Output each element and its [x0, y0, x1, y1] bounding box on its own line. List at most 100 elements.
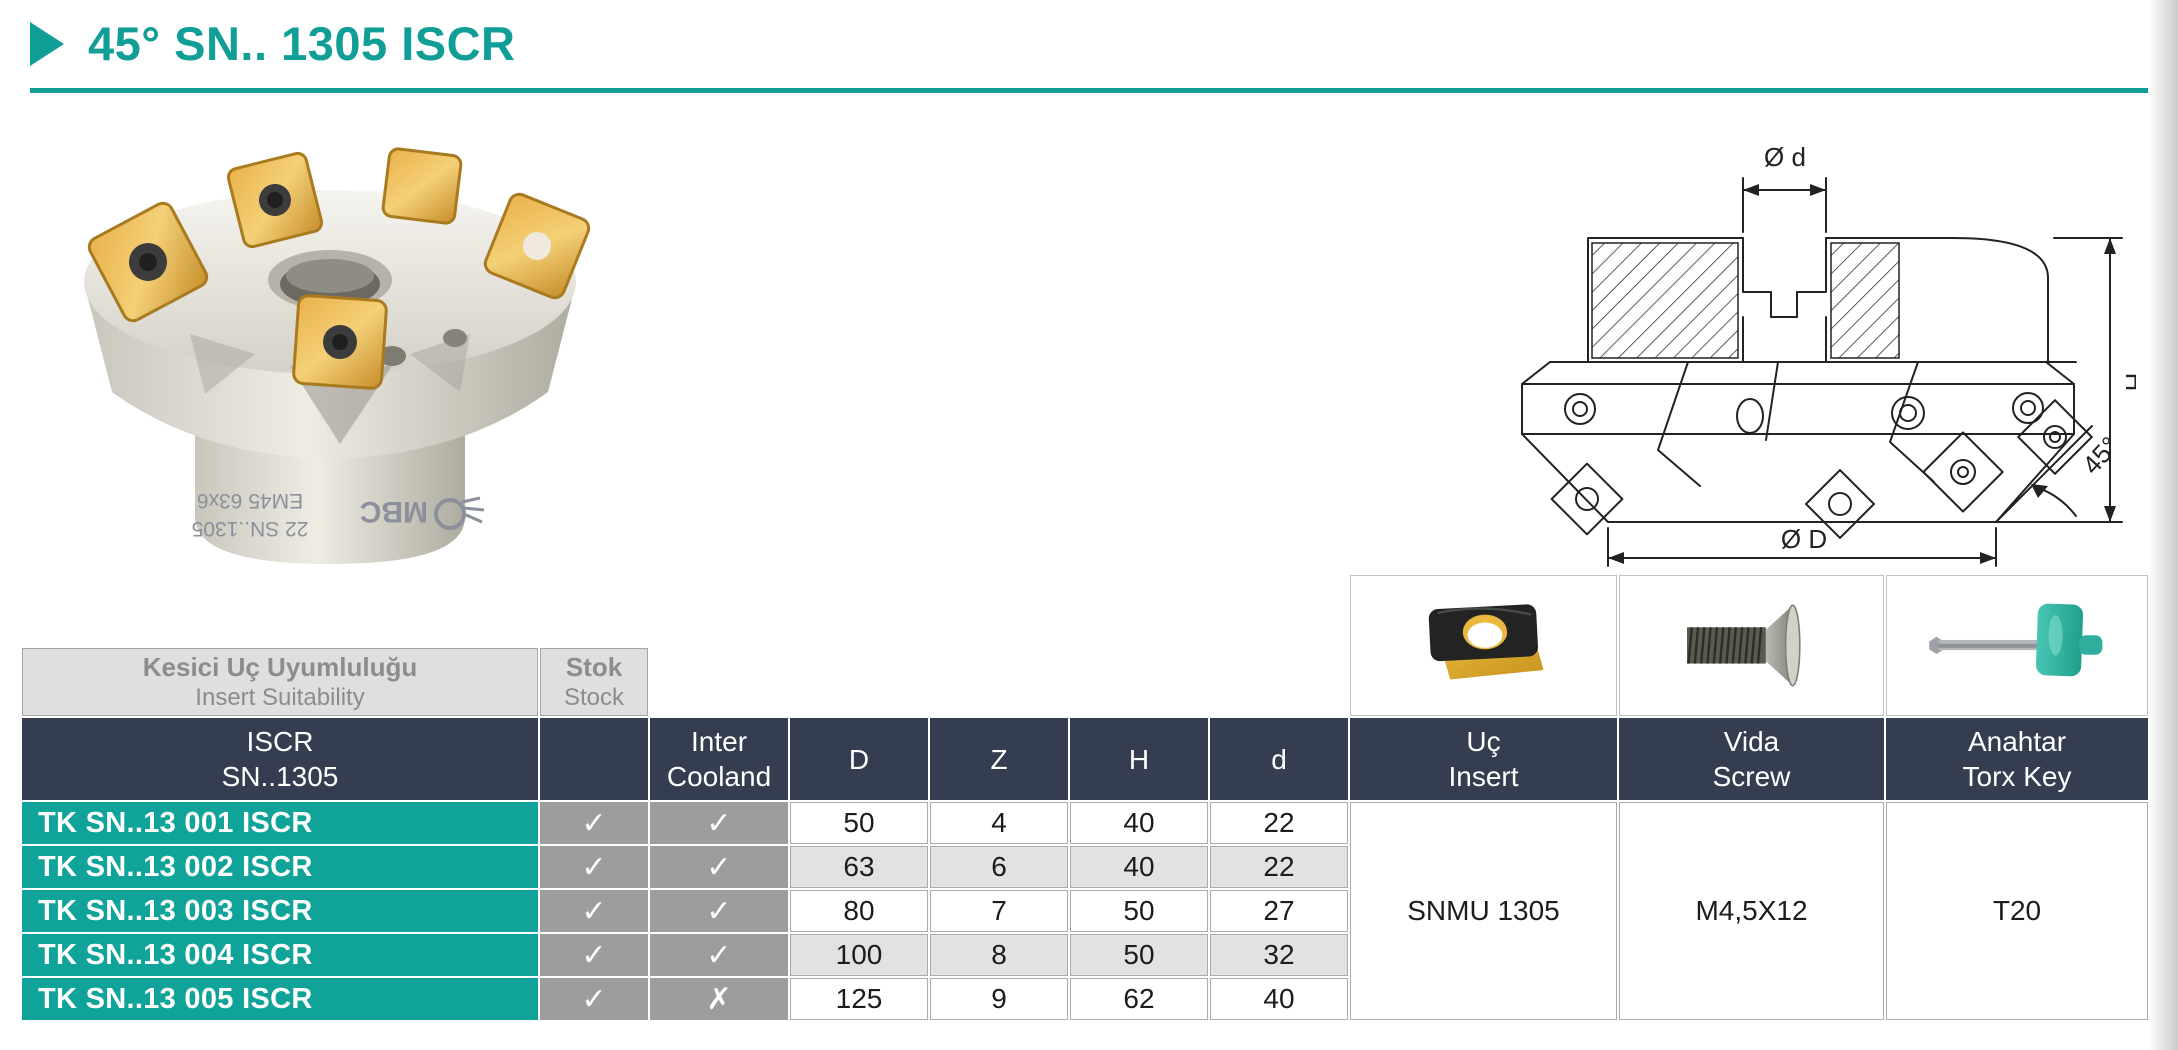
table-row: TK SN..13 001 ISCR ✓ ✓ 50 4 40 22	[22, 802, 1348, 844]
table-row: TK SN..13 002 ISCR ✓ ✓ 63 6 40 22	[22, 846, 1348, 888]
header-stock-blank	[540, 718, 648, 800]
header-cooland-line2: Cooland	[666, 761, 772, 792]
header-torx: Anahtar Torx Key	[1886, 718, 2148, 800]
value-D: 100	[790, 934, 928, 976]
value-d: 22	[1210, 846, 1348, 888]
face-mill-photo: MBC 22 SN..1305 EM45 63x6	[40, 103, 620, 595]
dim-label-H: H	[2120, 373, 2136, 392]
header-torx-line2: Torx Key	[1962, 761, 2072, 792]
stock-title: Stok	[565, 651, 623, 682]
value-Z: 9	[930, 978, 1068, 1020]
header-Z: Z	[930, 718, 1068, 800]
header-insert-line1: Uç	[1466, 726, 1501, 757]
value-Z: 4	[930, 802, 1068, 844]
insert-value-cell: SNMU 1305	[1350, 802, 1617, 1020]
stock-check: ✓	[540, 846, 648, 888]
page-header: 45° SN.. 1305 ISCR	[30, 16, 516, 71]
insert-5	[292, 294, 388, 390]
header-model-line2: SN..1305	[221, 761, 339, 792]
header-insert-line2: Insert	[1448, 761, 1519, 792]
value-H: 40	[1070, 846, 1208, 888]
value-d: 32	[1210, 934, 1348, 976]
header-model-line1: ISCR	[246, 726, 314, 757]
technical-drawing-svg: Ø d H Ø D 45°	[1521, 142, 2150, 567]
table-body: TK SN..13 001 ISCR ✓ ✓ 50 4 40 22 TK SN.…	[22, 802, 1348, 1020]
value-D: 63	[790, 846, 928, 888]
header-screw-line1: Vida	[1723, 726, 1780, 757]
technical-drawing: Ø d H Ø D 45°	[1488, 120, 2150, 575]
dim-label-d: Ø d	[1764, 142, 1806, 172]
header-d: d	[1210, 718, 1348, 800]
product-code: TK SN..13 004 ISCR	[22, 934, 538, 976]
cooland-check: ✓	[650, 934, 788, 976]
header-insert: Uç Insert	[1350, 718, 1617, 800]
header-D: D	[790, 718, 928, 800]
insert-suitability-title: Kesici Uç Uyumluluğu	[142, 651, 418, 682]
torx-key-photo	[1929, 603, 2103, 677]
insert-1	[87, 201, 209, 323]
header-model: ISCR SN..1305	[22, 718, 538, 800]
insert-suitability-box: Kesici Uç Uyumluluğu Insert Suitability	[22, 648, 538, 716]
value-Z: 8	[930, 934, 1068, 976]
table-header-row: ISCR SN..1305 Inter Cooland D Z H d Uç I…	[22, 718, 2148, 800]
stock-check: ✓	[540, 890, 648, 932]
value-D: 80	[790, 890, 928, 932]
torx-value-cell: T20	[1886, 802, 2148, 1020]
header-inter-cooland: Inter Cooland	[650, 718, 788, 800]
value-D: 125	[790, 978, 928, 1020]
value-Z: 6	[930, 846, 1068, 888]
value-H: 40	[1070, 802, 1208, 844]
insert-4	[483, 192, 591, 300]
stock-box: Stok Stock	[540, 648, 648, 716]
stock-check: ✓	[540, 934, 648, 976]
product-code: TK SN..13 003 ISCR	[22, 890, 538, 932]
table-row: TK SN..13 004 ISCR ✓ ✓ 100 8 50 32	[22, 934, 1348, 976]
header-screw: Vida Screw	[1619, 718, 1884, 800]
title-arrow-icon	[30, 21, 64, 66]
header-H: H	[1070, 718, 1208, 800]
engraving-line1: 22 SN..1305	[192, 517, 309, 540]
stock-subtitle: Stock	[563, 684, 625, 712]
screw-value-cell: M4,5X12	[1619, 802, 1884, 1020]
insert-photo-cell	[1350, 575, 1617, 716]
value-H: 50	[1070, 934, 1208, 976]
product-code: TK SN..13 005 ISCR	[22, 978, 538, 1020]
screw-photo-cell	[1619, 575, 1884, 716]
page-edge-shadow	[2148, 0, 2178, 1050]
dim-label-angle: 45°	[2076, 431, 2125, 480]
value-d: 22	[1210, 802, 1348, 844]
value-Z: 7	[930, 890, 1068, 932]
header-torx-line1: Anahtar	[1967, 726, 2067, 757]
page-title: 45° SN.. 1305 ISCR	[88, 17, 516, 70]
value-d: 40	[1210, 978, 1348, 1020]
table-row: TK SN..13 005 ISCR ✓ ✗ 125 9 62 40	[22, 978, 1348, 1020]
stock-check: ✓	[540, 978, 648, 1020]
insert-photo	[1428, 604, 1544, 680]
engraving-line2: EM45 63x6	[197, 489, 303, 512]
face-mill-illustration: MBC 22 SN..1305 EM45 63x6	[84, 147, 591, 564]
insert-2	[226, 151, 324, 249]
product-code: TK SN..13 001 ISCR	[22, 802, 538, 844]
cooland-check: ✓	[650, 846, 788, 888]
cooland-check: ✓	[650, 802, 788, 844]
screw-photo	[1686, 604, 1801, 687]
table-row: TK SN..13 003 ISCR ✓ ✓ 80 7 50 27	[22, 890, 1348, 932]
engraving: MBC 22 SN..1305 EM45 63x6	[192, 489, 485, 540]
title-divider	[30, 88, 2148, 93]
dim-label-D: Ø D	[1781, 524, 1827, 554]
header-screw-line2: Screw	[1712, 761, 1791, 792]
value-H: 50	[1070, 890, 1208, 932]
value-d: 27	[1210, 890, 1348, 932]
insert-suitability-subtitle: Insert Suitability	[195, 684, 365, 712]
product-code: TK SN..13 002 ISCR	[22, 846, 538, 888]
cooland-check: ✗	[650, 978, 788, 1020]
value-H: 62	[1070, 978, 1208, 1020]
stock-check: ✓	[540, 802, 648, 844]
torx-key-photo-cell	[1886, 575, 2148, 716]
insert-3	[381, 147, 463, 225]
spec-table: Kesici Uç Uyumluluğu Insert Suitability …	[22, 575, 2148, 1022]
engraving-brand: MBC	[360, 495, 428, 528]
header-cooland-line1: Inter	[690, 726, 748, 757]
value-D: 50	[790, 802, 928, 844]
